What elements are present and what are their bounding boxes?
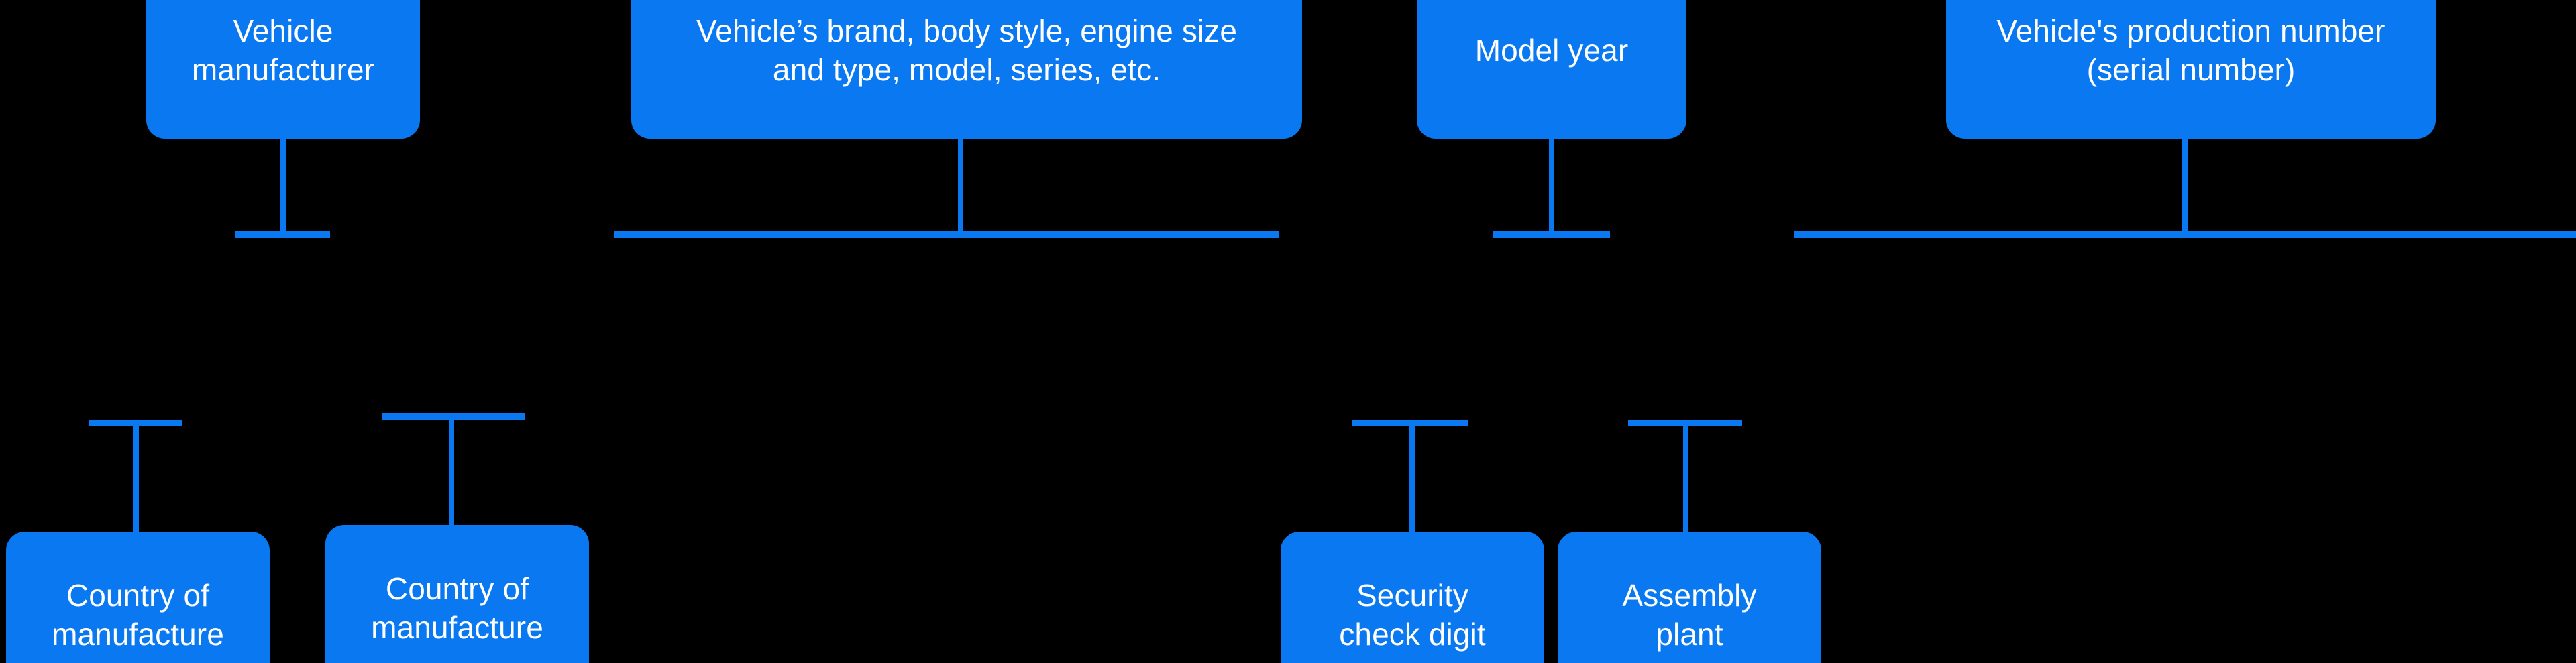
connector-stem-country-of-manufacture-2 xyxy=(449,414,454,535)
node-production-number[interactable]: Vehicle's production number (serial numb… xyxy=(1946,0,2436,139)
node-model-year[interactable]: Model year xyxy=(1417,0,1686,139)
connector-bar-production-number xyxy=(1794,231,2576,238)
connector-stem-assembly-plant xyxy=(1683,421,1688,535)
connector-bar-country-of-manufacture-1 xyxy=(89,420,182,426)
connector-stem-vehicle-manufacturer xyxy=(280,139,286,233)
connector-bar-vehicle-descriptor xyxy=(614,231,1279,238)
connector-bar-country-of-manufacture-2 xyxy=(382,413,525,420)
connector-stem-vehicle-descriptor xyxy=(958,139,963,233)
connector-bar-model-year xyxy=(1493,231,1610,238)
connector-bar-assembly-plant xyxy=(1628,420,1742,426)
node-vehicle-manufacturer[interactable]: Vehicle manufacturer xyxy=(146,0,420,139)
node-assembly-plant[interactable]: Assembly plant xyxy=(1558,532,1821,663)
node-security-check-digit[interactable]: Security check digit xyxy=(1281,532,1544,663)
connector-bar-security-check-digit xyxy=(1352,420,1468,426)
connector-bar-vehicle-manufacturer xyxy=(235,231,330,238)
connector-stem-country-of-manufacture-1 xyxy=(133,421,139,535)
node-vehicle-descriptor[interactable]: Vehicle’s brand, body style, engine size… xyxy=(631,0,1302,139)
node-country-of-manufacture-2[interactable]: Country of manufacture xyxy=(325,525,589,663)
connector-stem-model-year xyxy=(1549,139,1554,233)
connector-stem-production-number xyxy=(2182,139,2188,233)
node-country-of-manufacture-1[interactable]: Country of manufacture xyxy=(6,532,270,663)
connector-stem-security-check-digit xyxy=(1409,421,1415,535)
